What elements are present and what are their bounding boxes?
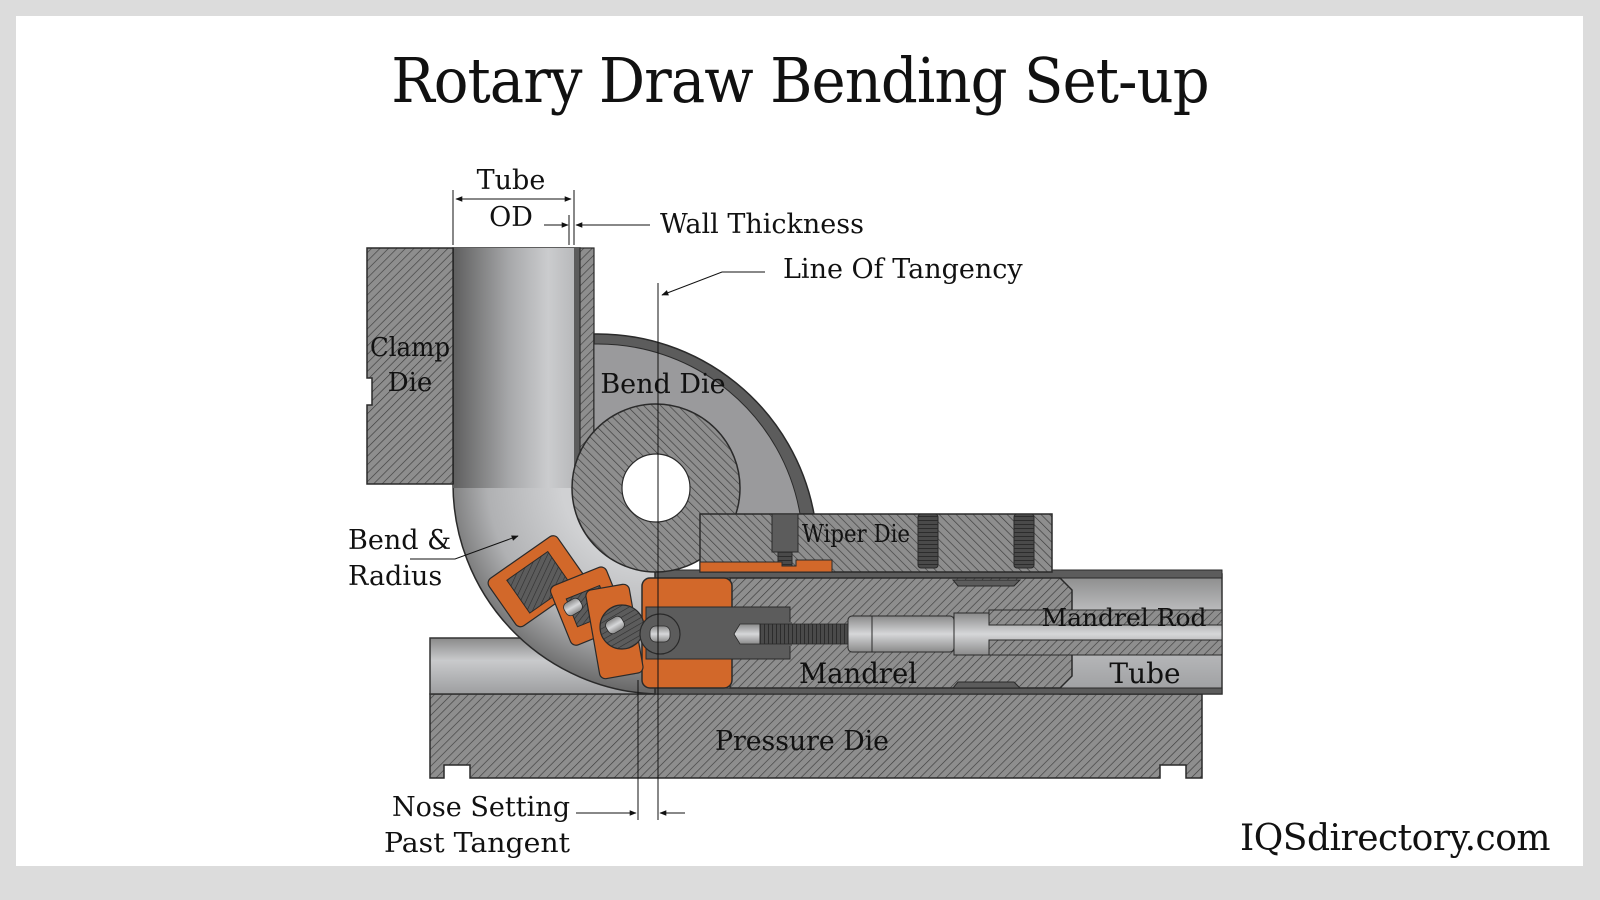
- label-clamp-die-line1: Clamp: [370, 333, 450, 363]
- bend-die: [571, 333, 815, 573]
- label-wall-thickness: Wall Thickness: [660, 209, 864, 240]
- label-tube: Tube: [1109, 657, 1180, 690]
- label-bend-die: Bend Die: [600, 369, 725, 400]
- wiper-die: [699, 513, 1053, 573]
- pressure-die: [429, 693, 1203, 779]
- dimension-wall-thickness: [544, 215, 650, 245]
- mandrel-balls: [487, 535, 681, 680]
- dimension-nose-setting: [576, 680, 685, 820]
- label-tube-od-line1: Tube: [477, 165, 546, 196]
- label-tube-od-line2: OD: [489, 202, 533, 233]
- line-of-tangency: [657, 271, 765, 820]
- label-wiper-die: Wiper Die: [802, 520, 910, 548]
- label-pressure-die: Pressure Die: [715, 726, 889, 757]
- mandrel-rod: [988, 609, 1223, 656]
- label-mandrel: Mandrel: [799, 657, 917, 690]
- site-credit: IQSdirectory.com: [1240, 818, 1550, 859]
- label-bend-radius-line1: Bend &: [348, 525, 451, 556]
- bend-radius-leader: [410, 535, 519, 560]
- label-nose-setting-line1: Nose Setting: [392, 792, 570, 823]
- label-line-of-tangency: Line Of Tangency: [783, 254, 1023, 285]
- label-nose-setting-line2: Past Tangent: [384, 828, 570, 859]
- label-mandrel-rod: Mandrel Rod: [1042, 604, 1207, 632]
- label-clamp-die-line2: Die: [388, 368, 433, 398]
- label-bend-radius-line2: Radius: [348, 561, 442, 592]
- mandrel: [641, 577, 1223, 689]
- clamp-die: [366, 247, 595, 489]
- diagram-title: Rotary Draw Bending Set-up: [391, 44, 1209, 117]
